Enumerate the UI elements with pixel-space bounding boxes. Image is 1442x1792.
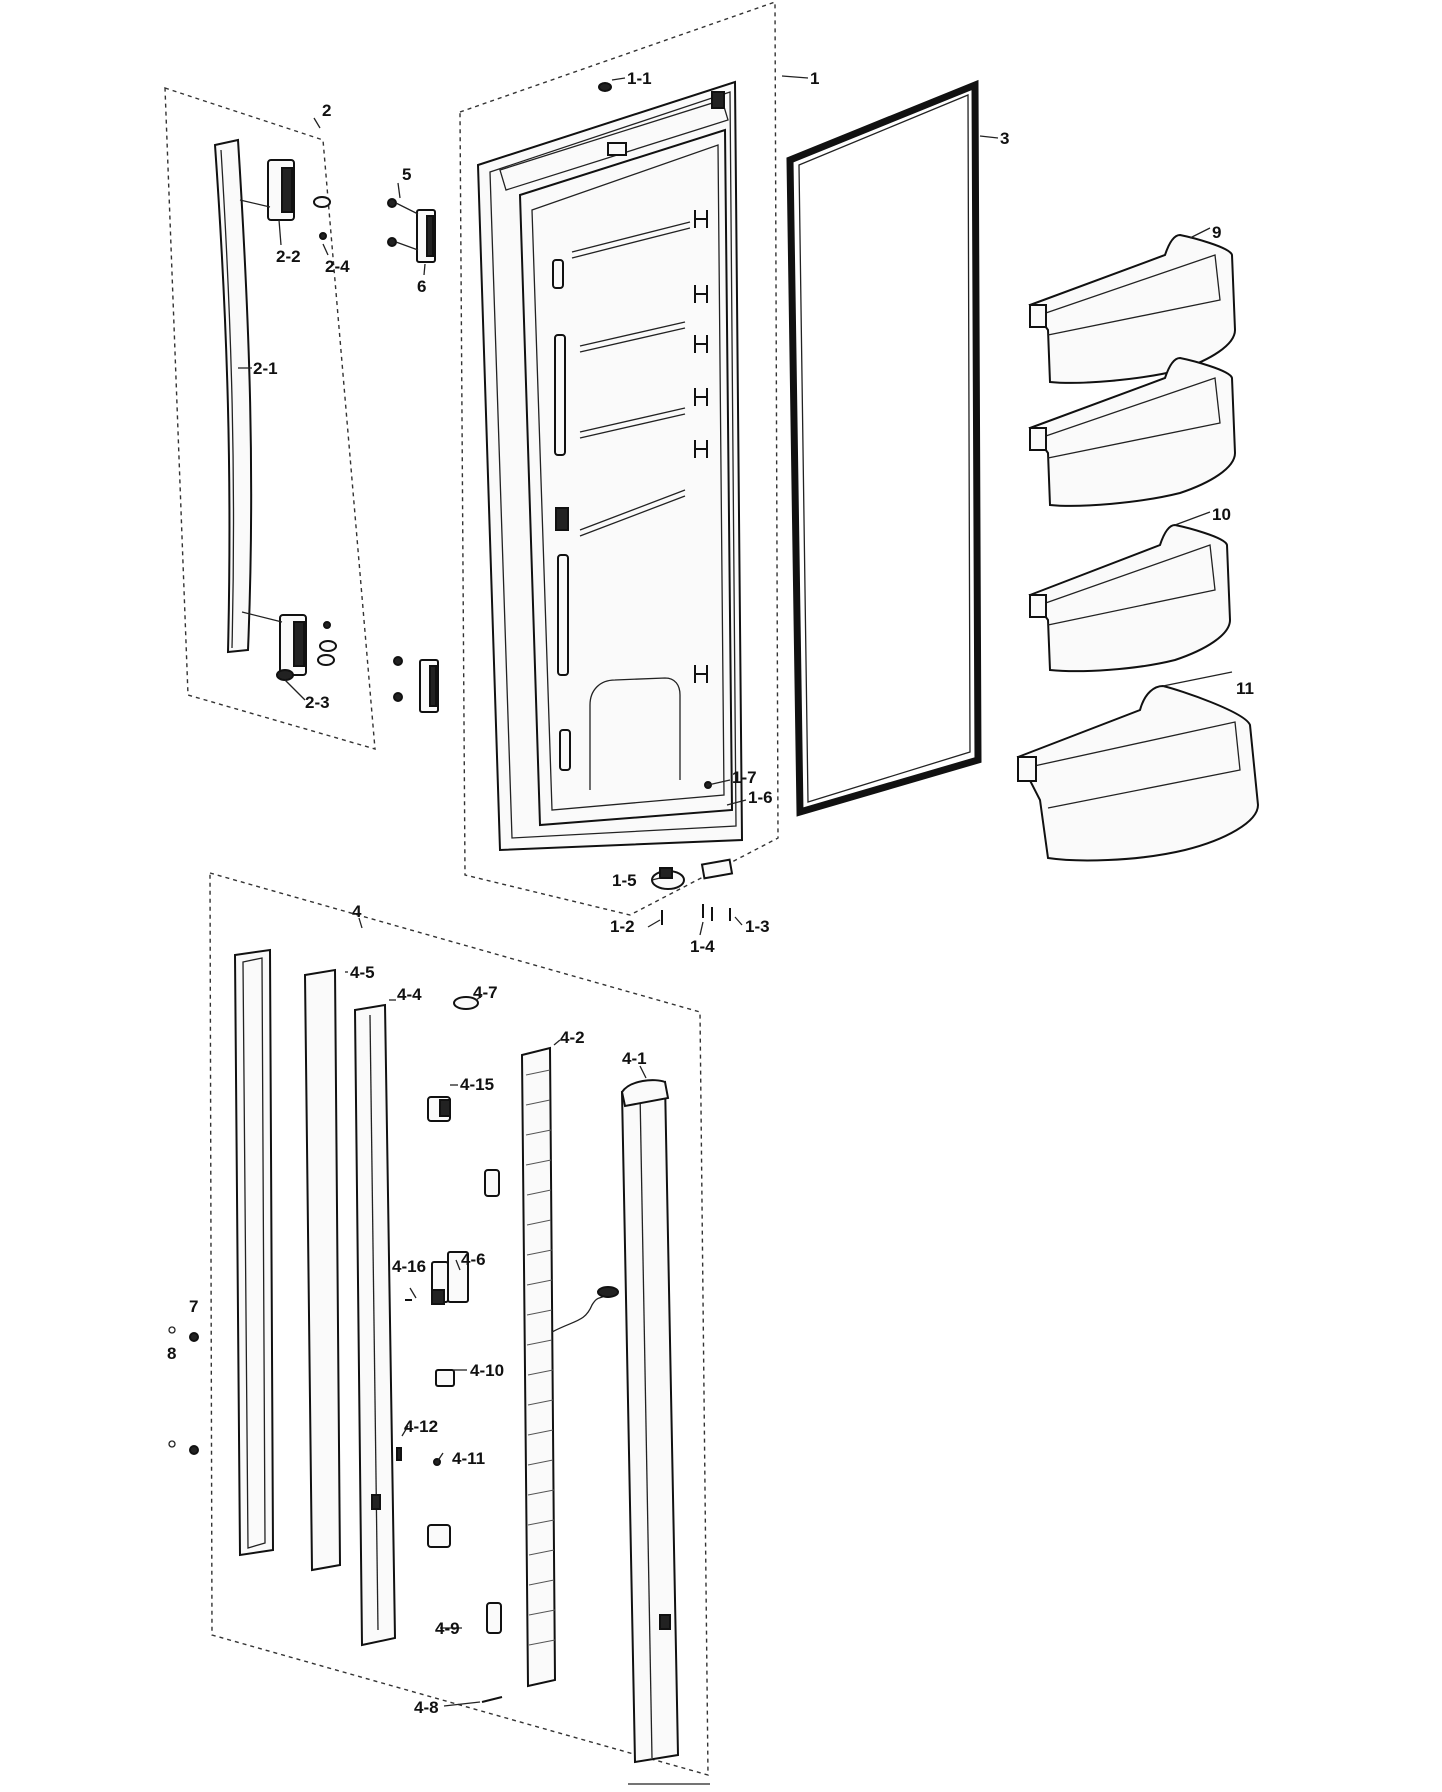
strip-clips — [396, 996, 503, 1703]
hinge-strip-assembly-boundary — [209, 872, 709, 1776]
door-gasket-part — [786, 79, 982, 817]
label-1-5: 1-5 — [612, 871, 637, 890]
door-handle-part — [213, 138, 253, 654]
hinge-screw — [393, 656, 403, 666]
lower-hinge-bracket — [419, 659, 439, 713]
label-4-5: 4-5 — [350, 963, 375, 982]
label-2-3: 2-3 — [305, 693, 330, 712]
label-1-7: 1-7 — [732, 768, 757, 787]
door-panel-part — [476, 80, 744, 852]
label-4-11: 4-11 — [452, 1449, 485, 1468]
strip-frame-4-4 — [353, 1003, 397, 1647]
label-7: 7 — [189, 1297, 198, 1316]
label-2-4: 2-4 — [325, 257, 350, 276]
label-4-4: 4-4 — [397, 985, 422, 1004]
label-4-1: 4-1 — [622, 1049, 647, 1068]
hinge-screw — [387, 198, 397, 208]
door-bin-10 — [1028, 523, 1232, 673]
heater-wire — [551, 1294, 606, 1333]
label-1-4: 1-4 — [690, 937, 715, 956]
door-plate-1-6 — [700, 858, 734, 880]
label-4: 4 — [352, 902, 362, 921]
seal-strip-part — [233, 948, 275, 1557]
label-2: 2 — [322, 101, 331, 120]
label-4-16: 4-16 — [392, 1257, 426, 1276]
label-4-9: 4-9 — [435, 1619, 460, 1638]
handle-screw-top — [319, 232, 327, 240]
handle-assembly-boundary — [164, 87, 376, 750]
handle-bottom-bracket — [276, 614, 307, 681]
leader-lines — [238, 75, 1233, 1707]
label-1-3: 1-3 — [745, 917, 770, 936]
door-assembly-boundary — [459, 1, 779, 916]
label-1-2: 1-2 — [610, 917, 635, 936]
door-bin-9 — [1028, 233, 1237, 384]
label-4-10: 4-10 — [470, 1361, 504, 1380]
handle-cap-top — [313, 196, 331, 208]
door-screws — [661, 904, 731, 925]
label-4-8: 4-8 — [414, 1698, 439, 1717]
label-3: 3 — [1000, 129, 1009, 148]
label-2-1: 2-1 — [253, 359, 278, 378]
label-9: 9 — [1212, 223, 1221, 242]
door-cap-1-1 — [598, 82, 612, 92]
label-4-7: 4-7 — [473, 983, 498, 1002]
cover-strip-4-5 — [303, 968, 342, 1572]
label-1-6: 1-6 — [748, 788, 773, 807]
heater-connector — [597, 1286, 619, 1298]
handle-screw-bottom — [323, 621, 331, 629]
label-6: 6 — [417, 277, 426, 296]
label-4-12: 4-12 — [404, 1417, 438, 1436]
handle-cap-bottom-2 — [319, 640, 337, 652]
label-11: 11 — [1236, 679, 1254, 698]
hinge-screw — [387, 237, 397, 247]
label-2-2: 2-2 — [276, 247, 301, 266]
handle-cap-bottom — [317, 654, 335, 666]
label-4-15: 4-15 — [460, 1075, 494, 1094]
door-bin-9b — [1028, 356, 1237, 507]
label-1: 1 — [810, 69, 819, 88]
label-5: 5 — [402, 165, 411, 184]
upper-hinge-bracket — [416, 209, 436, 263]
label-10: 10 — [1212, 505, 1231, 524]
hinge-screw — [393, 692, 403, 702]
label-4-2: 4-2 — [560, 1028, 585, 1047]
label-4-6: 4-6 — [461, 1250, 486, 1269]
label-8: 8 — [167, 1344, 176, 1363]
heater-panel-4-2 — [520, 1046, 557, 1688]
handle-top-bracket — [267, 159, 295, 221]
label-1-1: 1-1 — [627, 69, 652, 88]
callout-labels: 1 1-1 1-2 1-3 1-4 1-5 1-6 1-7 2 2-1 2-2 … — [167, 69, 1254, 1717]
door-bin-11 — [1016, 684, 1260, 862]
hinge-cover-4-1 — [620, 1079, 680, 1764]
screws-7-8 — [168, 1326, 199, 1455]
